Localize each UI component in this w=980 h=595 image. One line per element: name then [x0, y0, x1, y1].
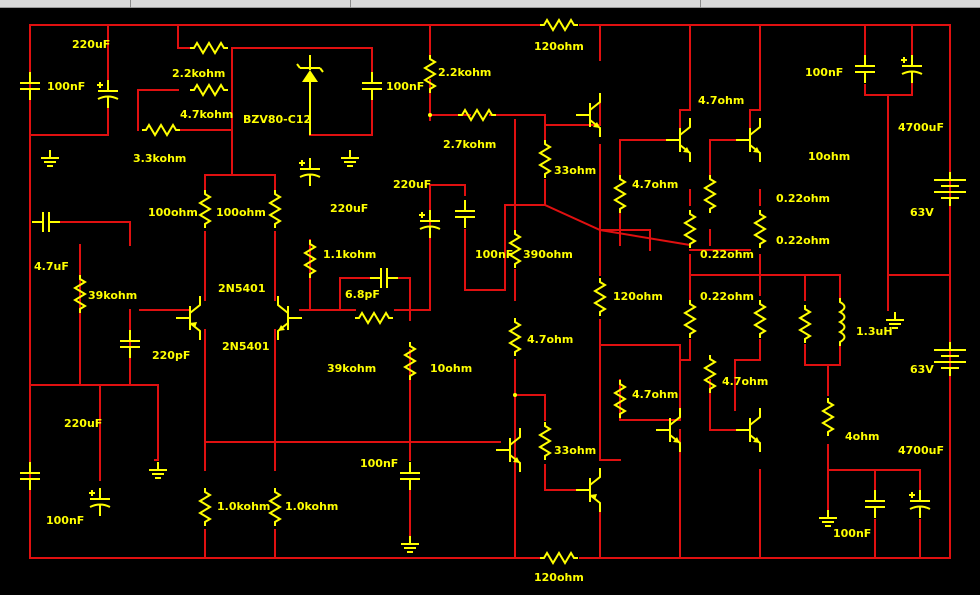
label-r3k3: 3.3kohm: [133, 152, 186, 165]
label-r1k0-a: 1.0kohm: [217, 500, 270, 513]
components: [19, 19, 967, 564]
label-r4k7-a: 4.7kohm: [180, 108, 233, 121]
label-c100nF-bottomright: 100nF: [833, 527, 871, 540]
label-r120-mid: 120ohm: [613, 290, 663, 303]
label-c220uF-topleft: 220uF: [72, 38, 110, 51]
label-c220pF: 220pF: [152, 349, 190, 362]
labels: 220uF 100nF 2.2kohm 4.7kohm 3.3kohm BZV8…: [34, 38, 944, 584]
wiring: [29, 24, 951, 559]
label-c100nF-topleft: 100nF: [47, 80, 85, 93]
label-r100-b: 100ohm: [216, 206, 266, 219]
label-r10-b: 10ohm: [808, 150, 850, 163]
label-c220uF-mid: 220uF: [330, 202, 368, 215]
label-zener: BZV80-C12: [243, 113, 311, 126]
label-r120-top: 120ohm: [534, 40, 584, 53]
label-r1k1: 1.1kohm: [323, 248, 376, 261]
label-r390: 390ohm: [523, 248, 573, 261]
label-q2n5401-a: 2N5401: [218, 282, 265, 295]
label-c4700-topright: 4700uF: [898, 121, 944, 134]
label-r1k0-b: 1.0kohm: [285, 500, 338, 513]
label-r33-b: 33ohm: [554, 444, 596, 457]
label-q2n5401-b: 2N5401: [222, 340, 269, 353]
label-r4k7-d: 4.7ohm: [527, 333, 573, 346]
label-r39k-b: 39kohm: [327, 362, 376, 375]
label-r2k7: 2.7kohm: [443, 138, 496, 151]
label-r100-a: 100ohm: [148, 206, 198, 219]
label-r022-d: 0.22ohm: [700, 290, 754, 303]
label-r4k7-b: 4.7ohm: [698, 94, 744, 107]
label-r022-b: 0.22ohm: [776, 234, 830, 247]
label-r4ohm: 4ohm: [845, 430, 880, 443]
label-c6p8: 6.8pF: [345, 288, 380, 301]
label-r2k2-a: 2.2kohm: [172, 67, 225, 80]
label-c100nF-bottomleft: 100nF: [46, 514, 84, 527]
label-v63-top: 63V: [910, 206, 934, 219]
label-r33-a: 33ohm: [554, 164, 596, 177]
label-c100nF-bottom: 100nF: [360, 457, 398, 470]
label-c220uF-mid2: 220uF: [393, 178, 431, 191]
schematic-canvas: 220uF 100nF 2.2kohm 4.7kohm 3.3kohm BZV8…: [19, 19, 967, 584]
label-c4700-bottomright: 4700uF: [898, 444, 944, 457]
label-r4k7-f: 4.7ohm: [722, 375, 768, 388]
label-r022-c: 0.22ohm: [700, 248, 754, 261]
label-r4k7-e: 4.7ohm: [632, 388, 678, 401]
label-r022-a: 0.22ohm: [776, 192, 830, 205]
label-c100nF-topright: 100nF: [805, 66, 843, 79]
label-r39k-a: 39kohm: [88, 289, 137, 302]
label-l1u3: 1.3uH: [856, 325, 893, 338]
label-c4u7: 4.7uF: [34, 260, 69, 273]
label-c100nF-zener: 100nF: [386, 80, 424, 93]
zener-diode: [296, 55, 324, 135]
label-r2k2-b: 2.2kohm: [438, 66, 491, 79]
label-c220uF-bottomleft: 220uF: [64, 417, 102, 430]
window-top-bar: [0, 0, 980, 8]
label-r120-bottom: 120ohm: [534, 571, 584, 584]
label-r4k7-c: 4.7ohm: [632, 178, 678, 191]
label-v63-bottom: 63V: [910, 363, 934, 376]
label-r10-a: 10ohm: [430, 362, 472, 375]
label-c100nF-mid: 100nF: [475, 248, 513, 261]
